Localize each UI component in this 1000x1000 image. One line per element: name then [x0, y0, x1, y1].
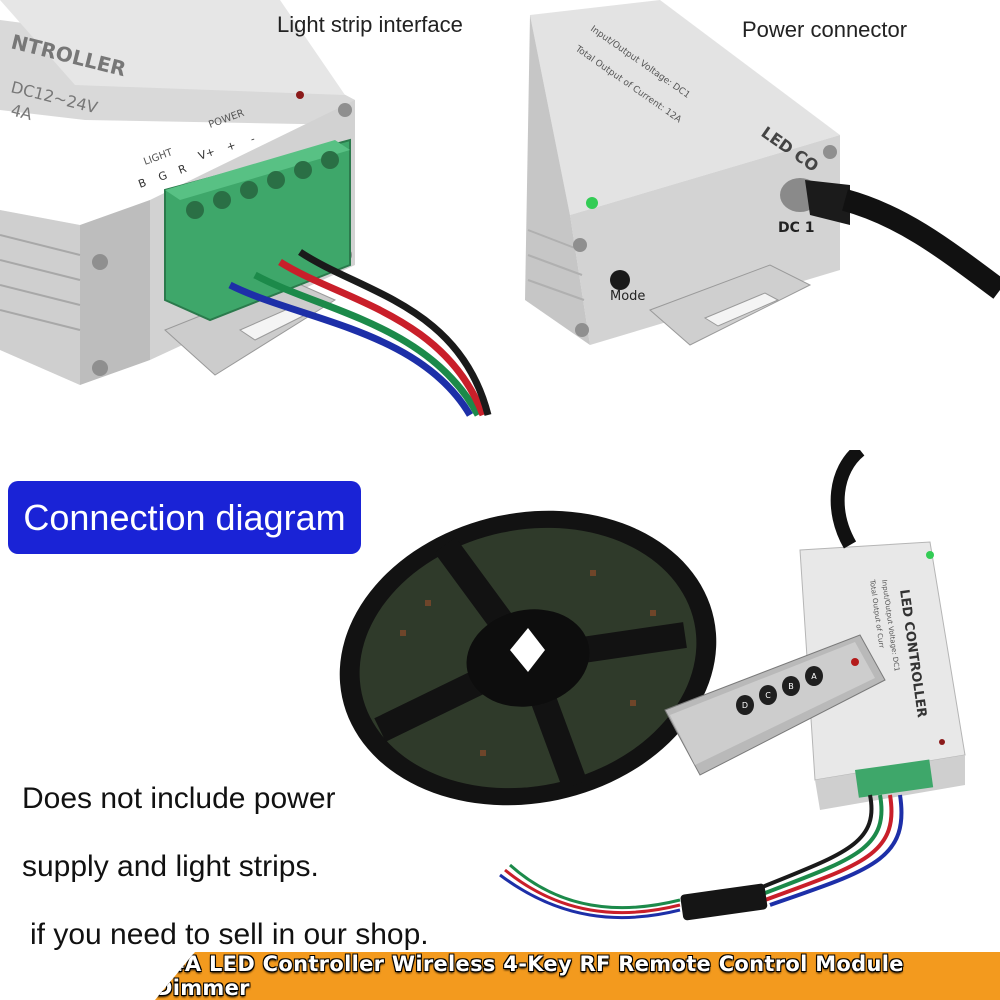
mode-button-icon — [610, 270, 630, 290]
controller-terminal-illustration: NTROLLER DC12~24V 4A POWER LIGHT B G R V… — [0, 0, 492, 417]
indicator-led-icon — [296, 91, 304, 99]
remote-key-label: C — [765, 691, 771, 700]
terminal-label: B — [137, 176, 149, 191]
product-title-banner: 24A LED Controller Wireless 4-Key RF Rem… — [155, 952, 1000, 1000]
caption-power-connector: Power connector — [742, 17, 908, 42]
terminal-label: - — [249, 132, 257, 146]
terminal-label: + — [225, 138, 238, 153]
note-line-3: if you need to sell in our shop. — [30, 918, 429, 951]
current-label: 4A — [9, 100, 34, 124]
terminal-label: R — [177, 162, 189, 177]
terminal-label: G — [157, 169, 169, 184]
light-label: LIGHT — [142, 147, 175, 168]
note-line-1: Does not include power — [22, 782, 336, 815]
controller-power-illustration: LED CO Input/Output Voltage: DC1 Total O… — [525, 0, 1000, 346]
photo-light-strip-interface: NTROLLER DC12~24V 4A POWER LIGHT B G R V… — [0, 0, 500, 420]
caption-light-strip-interface: Light strip interface — [277, 12, 463, 37]
remote-key-label: A — [811, 672, 817, 681]
remote-key-label: B — [788, 682, 794, 691]
terminal-label: V+ — [197, 145, 217, 163]
product-title: 24A LED Controller Wireless 4-Key RF Rem… — [155, 952, 904, 1000]
dc-label: DC 1 — [778, 220, 815, 236]
connection-diagram-badge: Connection diagram — [8, 481, 361, 554]
photo-power-connector: LED CO Input/Output Voltage: DC1 Total O… — [520, 0, 1000, 360]
connection-diagram-illustration: D C B A LED CONTROLLER Input/Output Volt… — [339, 450, 966, 921]
note-line-2: supply and light strips. — [22, 850, 319, 883]
remote-key-label: D — [742, 701, 748, 710]
photo-connection-diagram: D C B A LED CONTROLLER Input/Output Volt… — [330, 450, 1000, 950]
mode-label: Mode — [610, 289, 645, 304]
status-led-icon — [586, 197, 598, 209]
